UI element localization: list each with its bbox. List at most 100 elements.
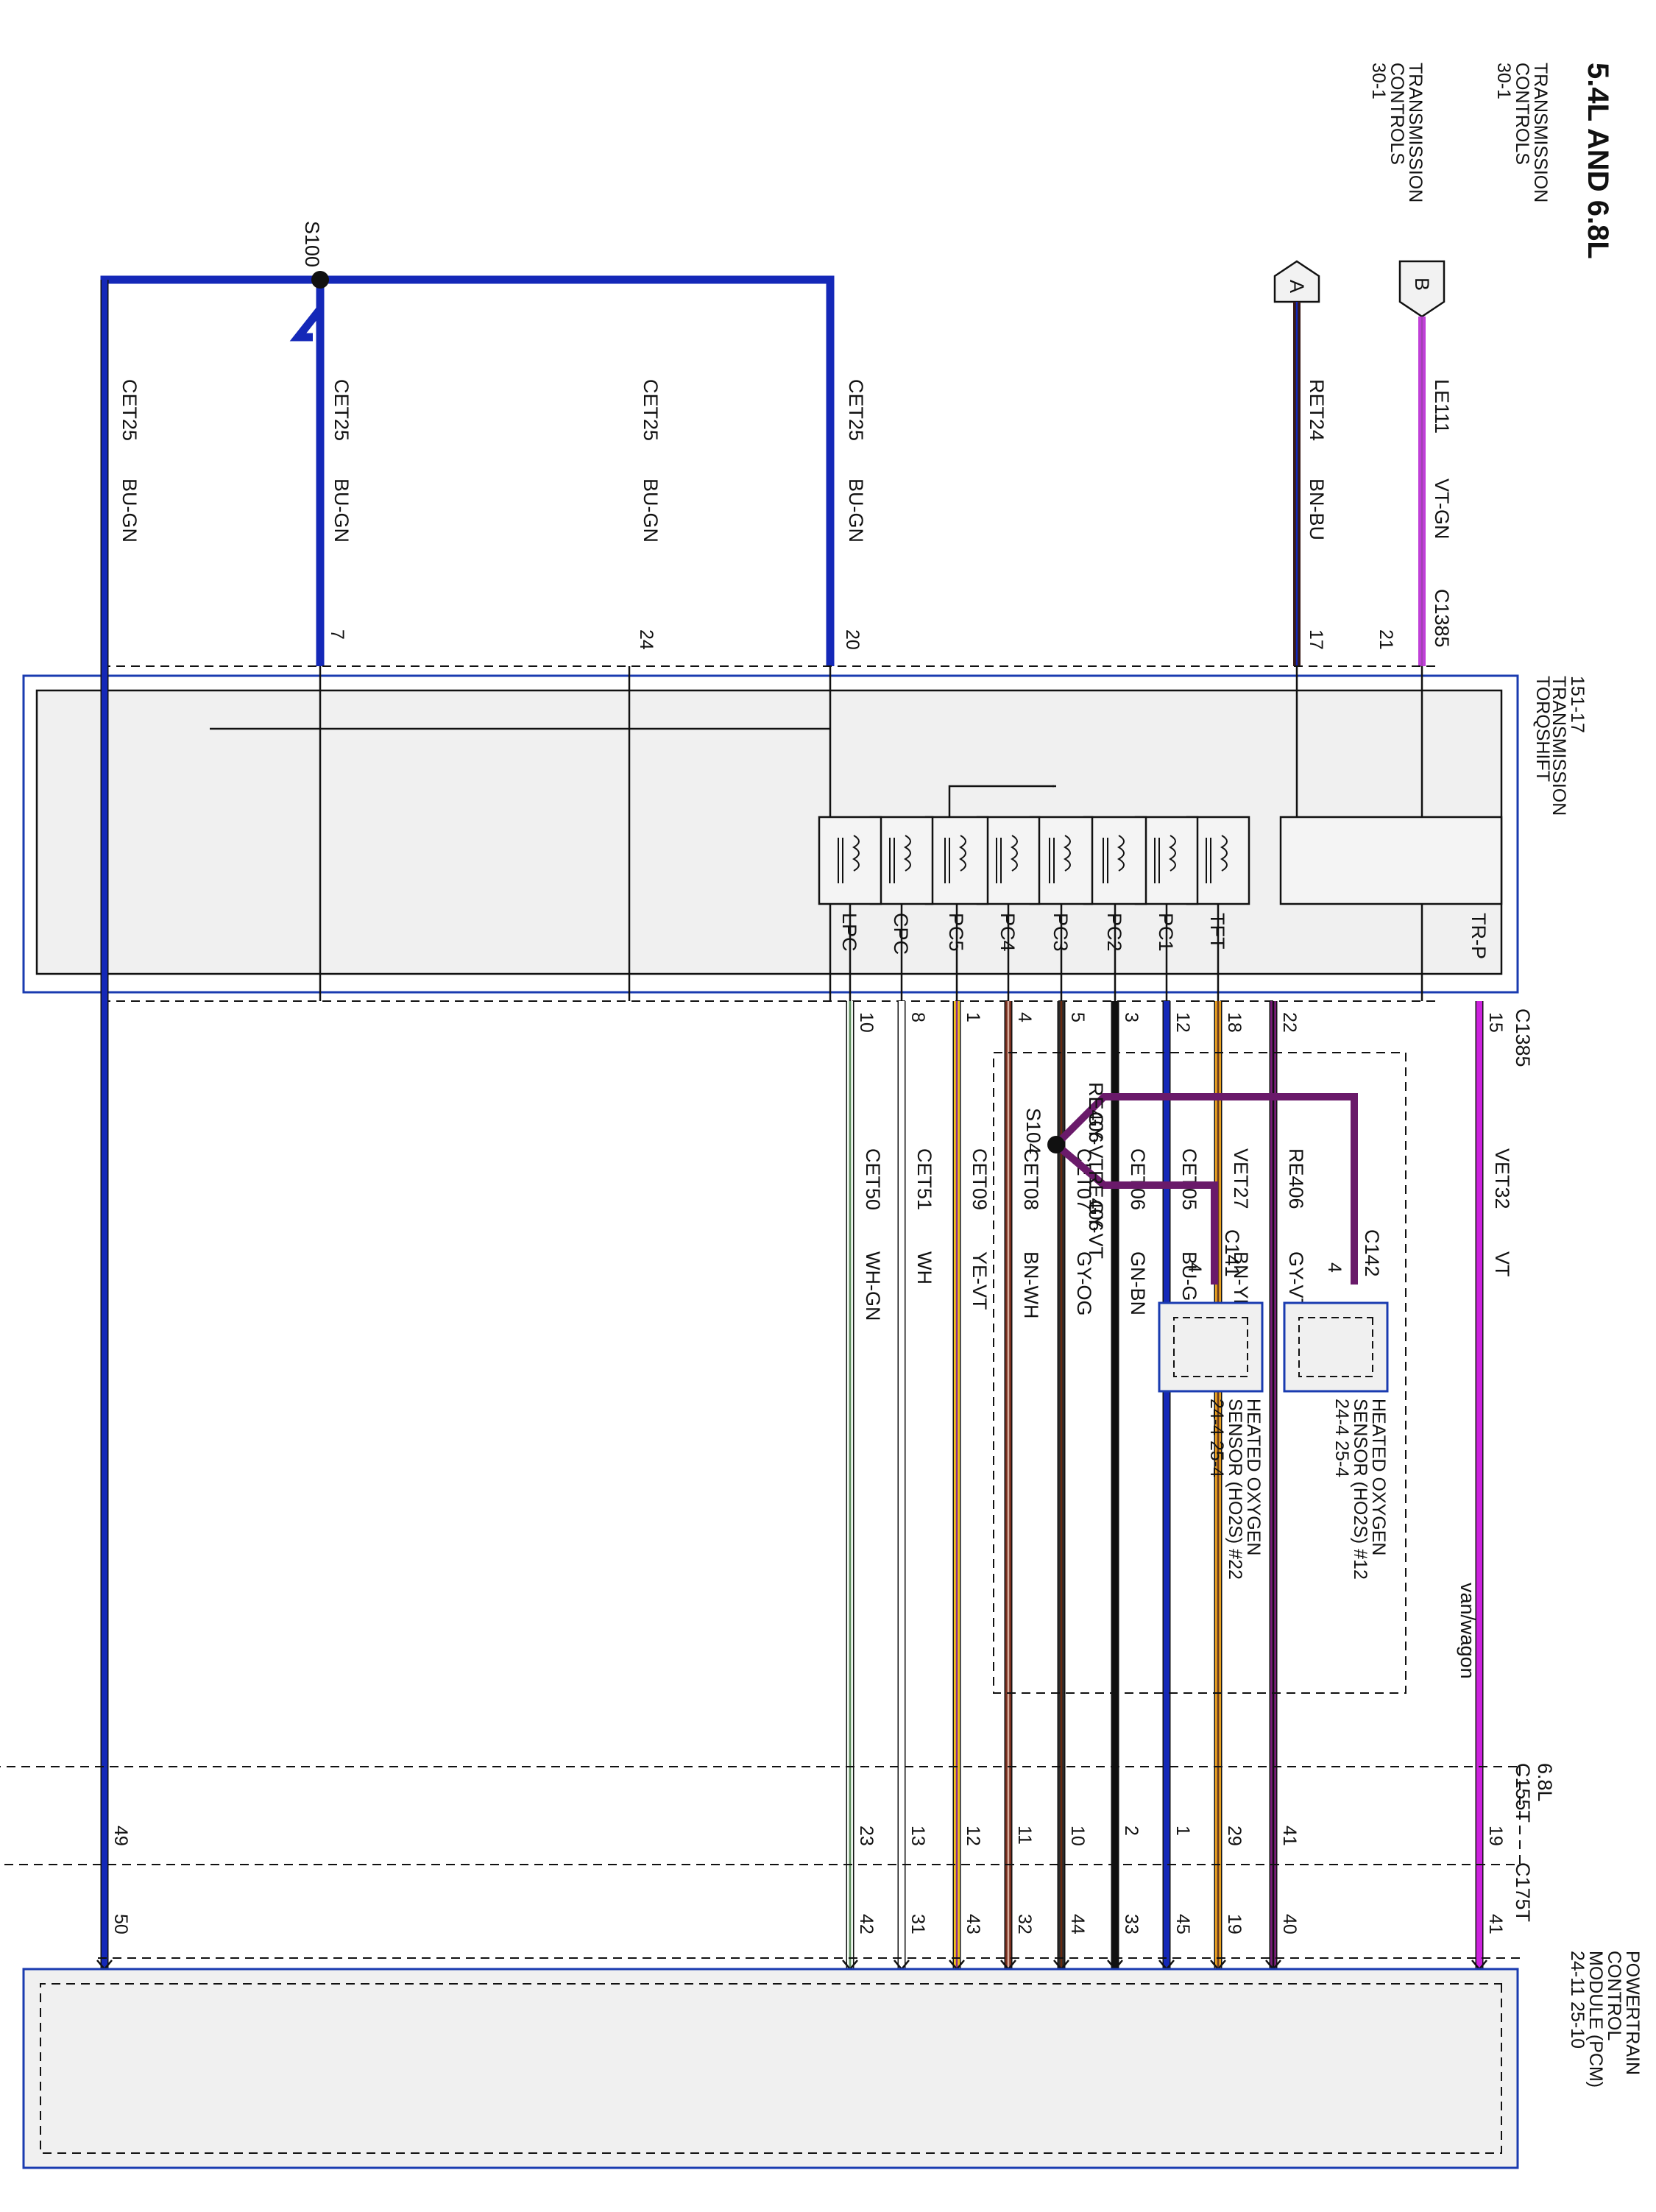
c175t-label: C175T bbox=[1512, 1862, 1534, 1922]
pin-top-tft: 18 bbox=[1224, 1012, 1245, 1033]
pin-c175t-tft: 19 bbox=[1224, 1914, 1245, 1934]
wire-pc2-circuit: CET06 bbox=[1127, 1148, 1149, 1210]
wire-lpc-color: WH-GN bbox=[862, 1251, 884, 1321]
component-pc3-icon bbox=[1049, 835, 1071, 883]
pin-c155t-cpc: 13 bbox=[907, 1826, 928, 1846]
wire-cet25-pin24-color: BU-GN bbox=[640, 478, 662, 543]
svg-text:CONTROLS: CONTROLS bbox=[1512, 63, 1532, 165]
wire-cet25-tspc-color: BU-GN bbox=[118, 478, 141, 543]
wire-le111-color: VT-GN bbox=[1431, 478, 1453, 540]
pin-c155t-pc4: 11 bbox=[1014, 1826, 1035, 1845]
pin-top-pc1: 12 bbox=[1172, 1012, 1193, 1033]
pin-c155t-tft: 29 bbox=[1224, 1826, 1245, 1846]
pin-top-tr-p: 15 bbox=[1485, 1012, 1506, 1033]
pin-c155t-pc3: 10 bbox=[1067, 1826, 1088, 1846]
svg-text:TORQSHIFT: TORQSHIFT bbox=[1532, 676, 1553, 782]
svg-text:TRANSMISSION: TRANSMISSION bbox=[1549, 676, 1569, 816]
wire-cpc-color: WH bbox=[913, 1251, 935, 1285]
svg-text:24-11 25-10: 24-11 25-10 bbox=[1567, 1951, 1588, 2049]
component-pc1-icon bbox=[1154, 835, 1176, 883]
component-pc5-icon bbox=[944, 835, 966, 883]
pin-c175t-cpc: 31 bbox=[907, 1914, 928, 1934]
pin-c175t-lpc: 42 bbox=[856, 1914, 877, 1934]
ho2s-branch-2-color: GY-VT bbox=[1085, 1200, 1107, 1259]
pin-c155t-pc1: 1 bbox=[1172, 1826, 1193, 1836]
wire-re406-c142 bbox=[1053, 1093, 1358, 1285]
svg-text:24-4 25-4: 24-4 25-4 bbox=[1331, 1399, 1352, 1477]
svg-text:TRANSMISSION: TRANSMISSION bbox=[1530, 63, 1551, 202]
tr-p-switch bbox=[1279, 816, 1503, 905]
pin-c175t-pc4: 32 bbox=[1014, 1914, 1035, 1934]
splice-s104-label: S104 bbox=[1022, 1108, 1044, 1154]
svg-text:151-17: 151-17 bbox=[1567, 676, 1588, 733]
pin-top-sig-rtn: 22 bbox=[1279, 1012, 1300, 1033]
wire-pc3-color: GY-OG bbox=[1073, 1251, 1095, 1316]
wire-cet25-pin20-color: BU-GN bbox=[845, 478, 867, 543]
cet25-network bbox=[100, 275, 835, 1943]
svg-text:HEATED OXYGEN: HEATED OXYGEN bbox=[1368, 1399, 1389, 1555]
pin-top-pc3: 5 bbox=[1067, 1012, 1088, 1022]
connector-b-arrow: B bbox=[1398, 260, 1446, 318]
c155t-label: C155T bbox=[1512, 1763, 1534, 1823]
pin-c155t-lpc: 23 bbox=[856, 1826, 877, 1846]
wire-ret24-color: BN-BU bbox=[1306, 478, 1328, 540]
wire-pc4-circuit: CET08 bbox=[1020, 1148, 1042, 1210]
pin-c155t-tr-p: 19 bbox=[1485, 1826, 1506, 1846]
component-tft-icon bbox=[1206, 835, 1228, 883]
pin-c175t-tr-p: 41 bbox=[1485, 1914, 1506, 1934]
svg-text:B: B bbox=[1411, 278, 1433, 291]
c155t-note: 6.8L bbox=[1534, 1763, 1556, 1802]
c141-label: C141 bbox=[1221, 1229, 1243, 1277]
component-tr-p-label: TR-P bbox=[1468, 913, 1490, 959]
component-lpc bbox=[818, 816, 882, 905]
wire-pc2-color: GN-BN bbox=[1127, 1251, 1149, 1315]
c141-pin: 4 bbox=[1184, 1262, 1205, 1273]
svg-text:CONTROLS: CONTROLS bbox=[1387, 63, 1407, 165]
wire-re406-c141 bbox=[1053, 1142, 1218, 1285]
splice-s100-dot bbox=[311, 271, 329, 289]
svg-text:A: A bbox=[1286, 280, 1308, 293]
ho2s-branch-1-circuit: RE406 bbox=[1085, 1082, 1107, 1143]
pin-17: 17 bbox=[1306, 629, 1326, 650]
c1385-label-top: C1385 bbox=[1431, 589, 1453, 648]
pin-c175t-pc5: 43 bbox=[963, 1914, 983, 1934]
wire-pc4-color: BN-WH bbox=[1020, 1251, 1042, 1318]
svg-text:SENSOR (HO2S) #22: SENSOR (HO2S) #22 bbox=[1225, 1399, 1245, 1580]
splice-s104-dot bbox=[1047, 1136, 1065, 1153]
svg-text:HEATED OXYGEN: HEATED OXYGEN bbox=[1243, 1399, 1264, 1555]
page-title: 5.4L AND 6.8L bbox=[1582, 63, 1614, 259]
wire-tr-p-color: VT bbox=[1491, 1251, 1513, 1277]
pin-24: 24 bbox=[636, 629, 657, 650]
wire-le111-circuit: LE111 bbox=[1431, 379, 1453, 434]
component-pc4-icon bbox=[996, 835, 1018, 883]
wire-cpc-circuit: CET51 bbox=[913, 1148, 935, 1210]
pin-top-pc4: 4 bbox=[1014, 1012, 1035, 1022]
splice-s100-label: S100 bbox=[301, 221, 323, 267]
component-cpc-icon bbox=[889, 835, 911, 883]
svg-text:SENSOR (HO2S) #12: SENSOR (HO2S) #12 bbox=[1350, 1399, 1370, 1580]
ho2s-22-sensor: HEATED OXYGEN SENSOR (HO2S) #22 24-4 25-… bbox=[1158, 1301, 1264, 1580]
pin-c175t-pc3: 44 bbox=[1067, 1914, 1088, 1934]
wire-pc1-circuit: CET05 bbox=[1178, 1148, 1200, 1210]
svg-text:30-1: 30-1 bbox=[1368, 63, 1389, 99]
pin-7: 7 bbox=[327, 629, 347, 640]
wire-cet25-pin24-circuit: CET25 bbox=[640, 379, 662, 441]
pin-top-pc2: 3 bbox=[1121, 1012, 1142, 1022]
pin-c175t-pc1: 45 bbox=[1172, 1914, 1193, 1934]
component-pc5 bbox=[924, 816, 989, 905]
ho2s-branch-1-color: GY-VT bbox=[1085, 1112, 1107, 1170]
svg-text:24-4 25-4: 24-4 25-4 bbox=[1206, 1399, 1227, 1477]
component-pc2 bbox=[1083, 816, 1147, 905]
ref-transmission-controls-b: TRANSMISSION CONTROLS 30-1 bbox=[1493, 63, 1551, 202]
svg-text:MODULE (PCM): MODULE (PCM) bbox=[1585, 1951, 1606, 2088]
wire-cet25-tspc-circuit: CET25 bbox=[118, 379, 141, 441]
pin-top-cpc: 8 bbox=[907, 1012, 928, 1022]
pin-top-pc5: 1 bbox=[963, 1012, 983, 1022]
pin-20: 20 bbox=[842, 629, 863, 650]
powertrain-control-module: POWERTRAIN CONTROL MODULE (PCM) 24-11 25… bbox=[22, 1951, 1643, 2169]
pin-c175t-tspc: 50 bbox=[110, 1914, 131, 1934]
svg-text:CONTROL: CONTROL bbox=[1604, 1951, 1624, 2040]
wire-pc5-color: YE-VT bbox=[969, 1251, 991, 1310]
wire-tr-p-circuit: VET32 bbox=[1491, 1148, 1513, 1209]
